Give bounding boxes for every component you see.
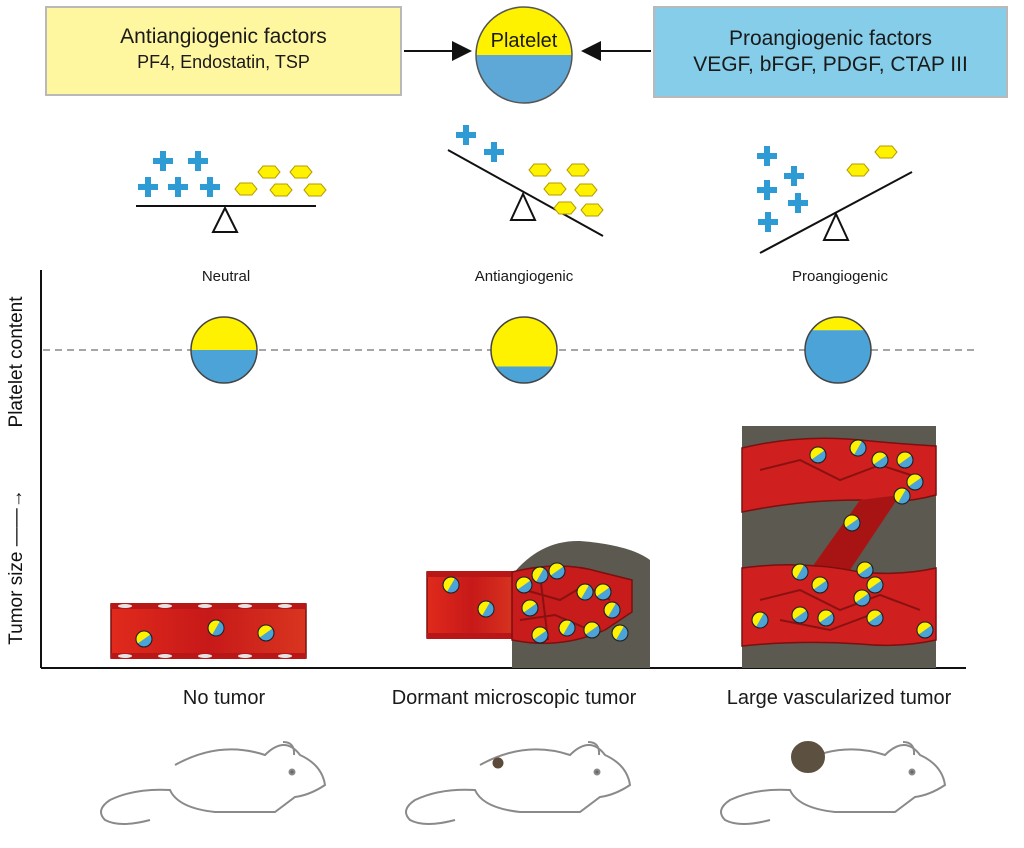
vessel-large-tumor (741, 426, 937, 668)
platelet-blue-portion (805, 330, 871, 383)
state-label-neutral: Neutral (201, 268, 251, 285)
pro-box-items: VEGF, bFGF, PDGF, CTAP III (693, 53, 968, 76)
mouse-dormant (405, 741, 632, 825)
platelet-yellow-portion (805, 317, 871, 331)
proangiogenic-factors-box: Proangiogenic factors VEGF, bFGF, PDGF, … (653, 6, 1008, 98)
platelet-legend-circle (475, 6, 573, 104)
seesaw-neutral (136, 151, 327, 233)
mouse-no-tumor (100, 741, 327, 825)
seesaw-proangiogenic (757, 145, 913, 254)
platelet-blue-portion (491, 366, 557, 383)
caption-large: Large vascularized tumor (726, 687, 952, 709)
state-label-antiangiogenic: Antiangiogenic (474, 268, 574, 285)
vessel-no-tumor (110, 603, 307, 659)
anti-box-items: PF4, Endostatin, TSP (137, 52, 310, 72)
pro-box-title: Proangiogenic factors (728, 27, 933, 50)
vessel-dormant-tumor (426, 540, 650, 668)
platelet-blue-portion (191, 350, 257, 383)
mouse-large-tumor (720, 741, 947, 825)
anti-box-title: Antiangiogenic factors (120, 25, 327, 48)
state-label-proangiogenic: Proangiogenic (792, 268, 888, 285)
y-axis-label-tumor: Tumor size ——→ (6, 489, 27, 645)
caption-no-tumor: No tumor (182, 687, 266, 709)
platelet-yellow-portion (491, 317, 557, 367)
antiangiogenic-factors-box: Antiangiogenic factors PF4, Endostatin, … (45, 6, 402, 96)
caption-dormant: Dormant microscopic tumor (391, 687, 637, 709)
platelet-yellow-portion (191, 317, 257, 350)
y-axis-label-platelet: Platelet content (6, 296, 27, 428)
platelet-label: Platelet (490, 30, 558, 52)
seesaw-antiangiogenic (447, 125, 604, 237)
